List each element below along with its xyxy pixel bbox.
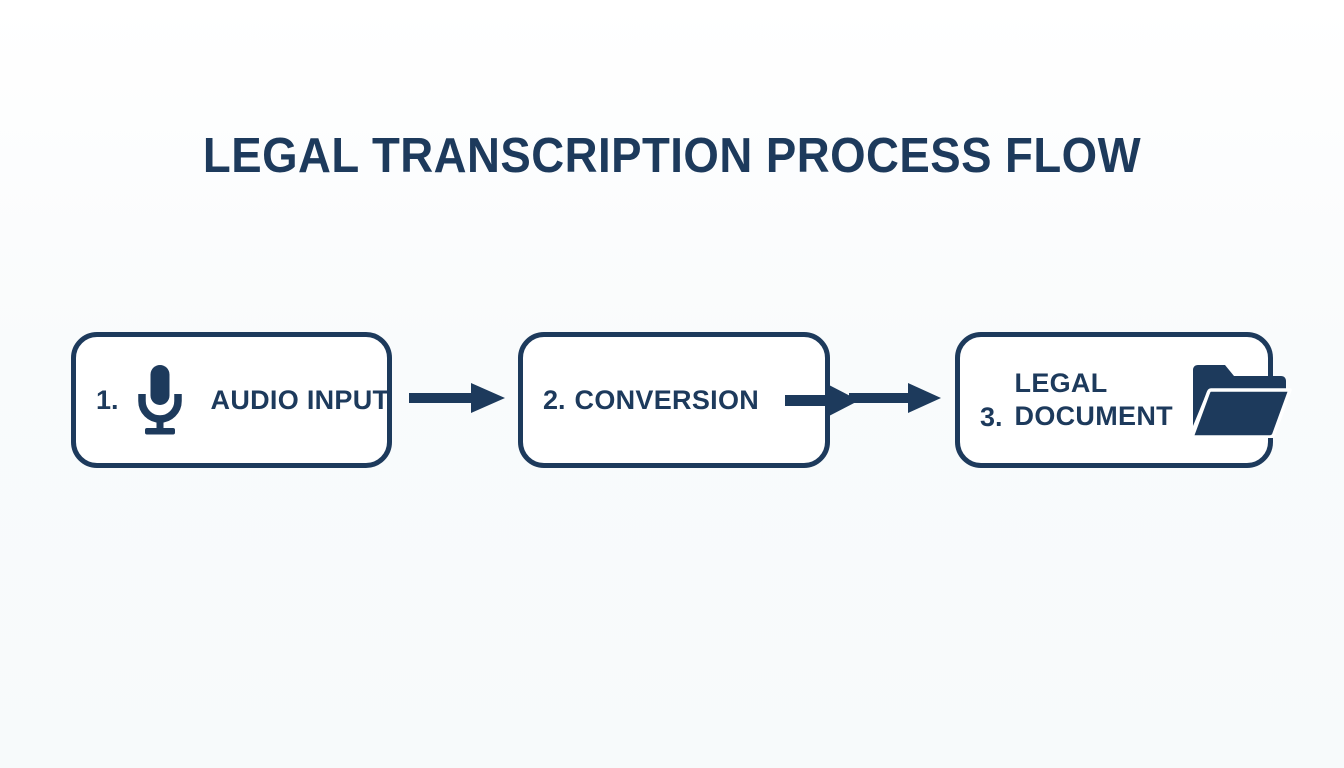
arrow-step2-to-step3 xyxy=(849,381,943,415)
arrow-right-icon xyxy=(785,383,861,417)
step-label: CONVERSION xyxy=(574,384,760,415)
page-title: LEGAL TRANSCRIPTION PROCESS FLOW xyxy=(202,129,1142,183)
microphone-icon xyxy=(135,363,185,437)
folder-open-icon xyxy=(1189,362,1295,438)
process-step-conversion[interactable]: 2. CONVERSION xyxy=(518,332,860,468)
step-number: 1. xyxy=(96,384,119,415)
step-content: 2. CONVERSION xyxy=(523,383,860,417)
process-step-audio-input[interactable]: 1. AUDIO INPUT xyxy=(71,332,392,468)
step-number: 3. xyxy=(980,402,1003,432)
step-label: AUDIO INPUT xyxy=(210,384,390,415)
arrow-step1-to-step2 xyxy=(409,381,507,415)
step-number: 2. xyxy=(543,384,566,415)
step-label-line-1: LEGAL xyxy=(1014,368,1108,399)
step-content: 3. LEGAL DOCUMENT xyxy=(960,362,1292,438)
process-step-legal-document[interactable]: 3. LEGAL DOCUMENT xyxy=(955,332,1292,468)
step-label-group: LEGAL DOCUMENT xyxy=(1015,367,1173,433)
step-content: 1. AUDIO INPUT xyxy=(76,363,390,437)
step-label-line-2: DOCUMENT xyxy=(1014,401,1173,431)
